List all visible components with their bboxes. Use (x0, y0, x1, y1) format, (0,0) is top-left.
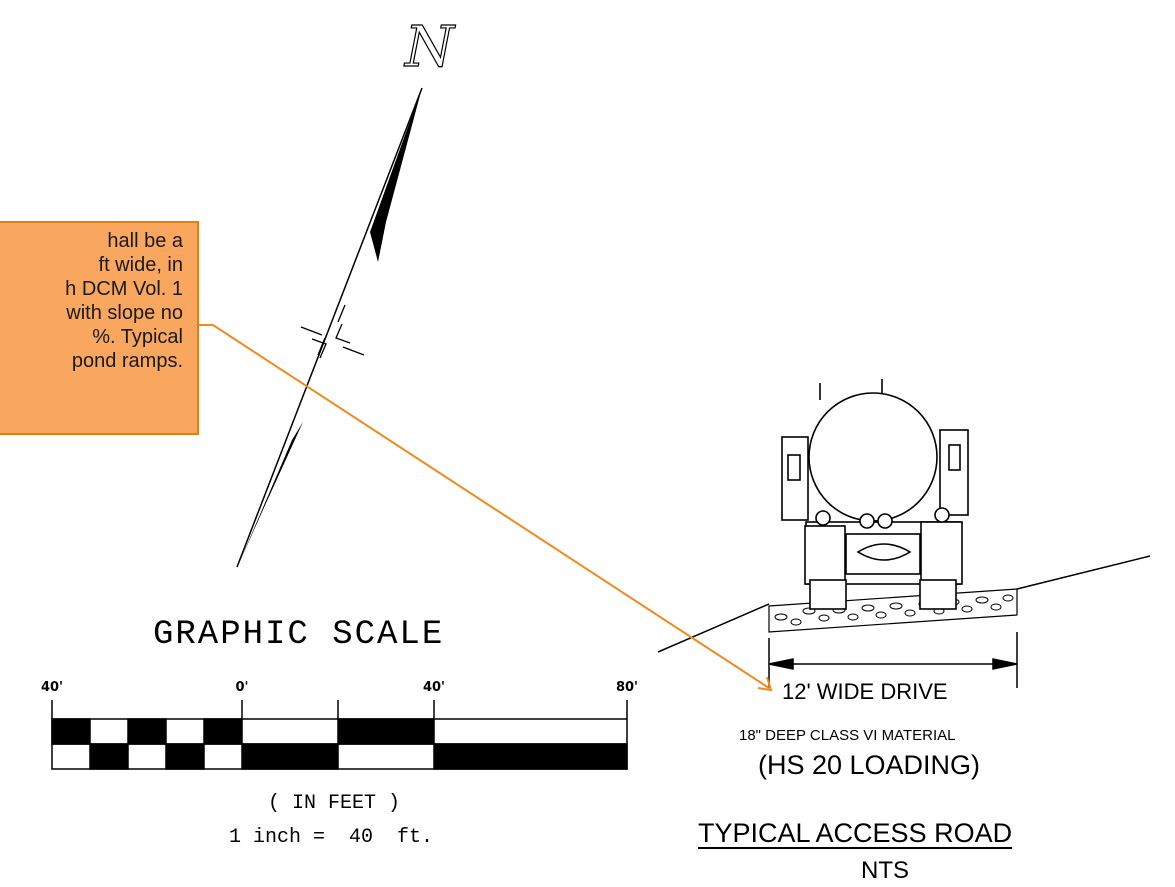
scale-tick-label: 80' (615, 680, 639, 695)
scale-bar (51, 700, 628, 770)
callout-line-1: hall be a (107, 230, 183, 252)
drive-dimension (768, 632, 1018, 688)
material-label: 18" DEEP CLASS VI MATERIAL (739, 727, 956, 744)
detail-scale-note: NTS (861, 857, 909, 884)
detail-title: TYPICAL ACCESS ROAD (698, 818, 1013, 848)
north-arrow-lower-tail (237, 422, 303, 568)
scale-tick-label: 0' (235, 680, 249, 695)
north-arrow (236, 87, 423, 568)
scale-units-label: ( IN FEET ) (268, 792, 401, 815)
ground-profile (657, 555, 1151, 653)
north-letter: N (404, 15, 454, 80)
callout-line-3: h DCM Vol. 1 (65, 278, 183, 300)
scale-tick-label: 40' (422, 680, 446, 695)
north-arrow-shaft (236, 87, 423, 568)
north-arrow-upper-head (370, 88, 422, 262)
graphic-scale-title: GRAPHIC SCALE (153, 616, 445, 654)
callout-line-4: with slope no (66, 302, 183, 324)
scale-tick-label: 40' (40, 680, 64, 695)
scale-ratio-label: 1 inch = 40 ft. (229, 826, 434, 849)
north-arrow-crosshair-icon (300, 304, 365, 359)
gravel-base (768, 588, 1018, 633)
drive-width-label: 12' WIDE DRIVE (782, 679, 948, 704)
callout-line-5: %. Typical (92, 326, 183, 348)
callout-line-2: ft wide, in (98, 254, 183, 276)
loading-label: (HS 20 LOADING) (758, 750, 981, 780)
note-callout: hall be a ft wide, in h DCM Vol. 1 with … (0, 221, 199, 435)
callout-leader-line (199, 324, 773, 692)
callout-text: hall be a ft wide, in h DCM Vol. 1 with … (10, 229, 183, 373)
callout-line-6: pond ramps. (71, 350, 183, 372)
tanker-truck-icon (781, 379, 969, 610)
